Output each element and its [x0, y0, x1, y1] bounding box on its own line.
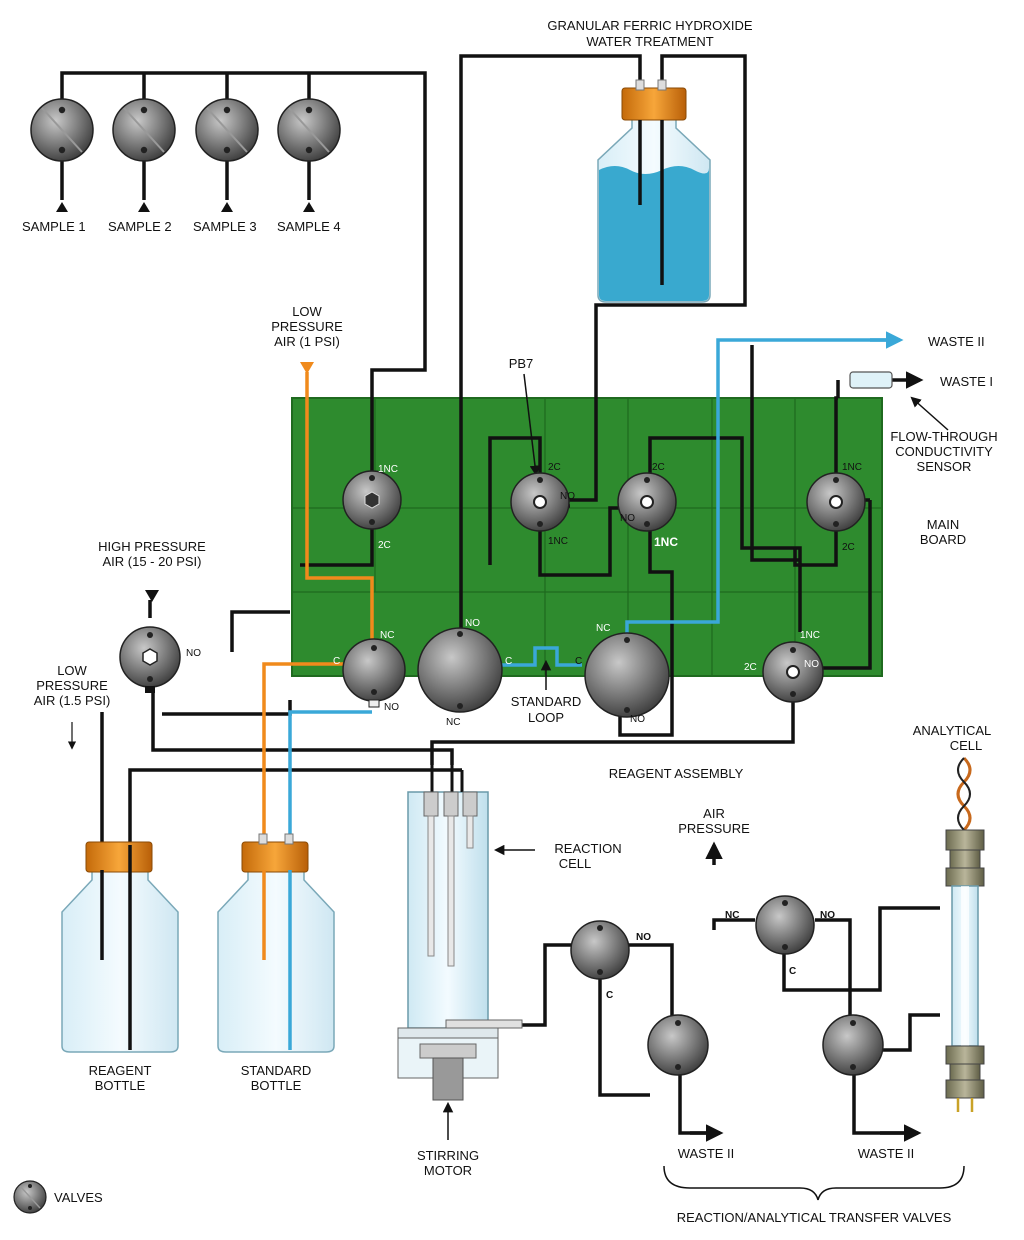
v7-c-port: C	[575, 656, 582, 667]
main-board	[291, 397, 883, 677]
waste-valve-left	[647, 1014, 709, 1076]
v1-1nc-port: 1NC	[378, 464, 398, 475]
sample-valve-1	[30, 98, 94, 162]
board-valve-5	[342, 638, 406, 708]
reaction-transfer-valve	[570, 920, 630, 980]
reagent-bottle-label-1: REAGENT	[89, 1063, 152, 1078]
rv-c-port: C	[606, 990, 613, 1001]
ftcs-label-1: FLOW-THROUGH	[890, 429, 997, 444]
waste-valve-right	[822, 1014, 884, 1076]
board-valve-7	[584, 632, 670, 718]
pb7-valve	[510, 472, 570, 532]
waste1-label: WASTE I	[940, 374, 993, 389]
high-pressure-valve	[119, 626, 181, 693]
reaction-cell-label-1: REACTION	[554, 841, 621, 856]
reagent-assembly-label: REAGENT ASSEMBLY	[609, 766, 744, 781]
reaction-cell	[397, 765, 523, 1101]
sample3-label: SAMPLE 3	[193, 219, 257, 234]
analytical-cell	[945, 756, 985, 1112]
ftcs-label-2: CONDUCTIVITY	[895, 444, 993, 459]
pb7-no-port: NO	[560, 491, 575, 502]
v3-no-port: NO	[620, 513, 635, 524]
v8-2c-port: 2C	[744, 662, 757, 673]
sample-valve-4	[277, 98, 341, 162]
rv-no-port: NO	[636, 932, 651, 943]
v4-2c-port: 2C	[842, 542, 855, 553]
standard-bottle-label-2: BOTTLE	[251, 1078, 302, 1093]
standard-bottle	[217, 833, 335, 1053]
lpa15-label-1: LOW	[57, 663, 87, 678]
stirring-motor-label-2: MOTOR	[424, 1163, 472, 1178]
reagent-bottle-label-2: BOTTLE	[95, 1078, 146, 1093]
pb7-label: PB7	[509, 356, 534, 371]
reaction-cell-label-2: CELL	[559, 856, 592, 871]
hp-no-port: NO	[186, 648, 201, 659]
av-no-port: NO	[820, 910, 835, 921]
sample-valve-2	[112, 98, 176, 162]
conductivity-sensor	[849, 371, 893, 389]
standard-bottle-label-1: STANDARD	[241, 1063, 312, 1078]
waste2-left-label: WASTE II	[678, 1146, 735, 1161]
v6-nc-port: NC	[446, 717, 460, 728]
v7-nc-port: NC	[596, 623, 610, 634]
hpa-label-2: AIR (15 - 20 PSI)	[103, 554, 202, 569]
v3-2c-port: 2C	[652, 462, 665, 473]
stirring-motor-label-1: STIRRING	[417, 1148, 479, 1163]
v8-no-port: NO	[804, 659, 819, 670]
v4-1nc-port: 1NC	[842, 462, 862, 473]
board-valve-1	[342, 470, 402, 530]
valves-legend-label: VALVES	[54, 1190, 103, 1205]
lpa15-label-3: AIR (1.5 PSI)	[34, 693, 111, 708]
lpa1-label-2: PRESSURE	[271, 319, 343, 334]
av-nc-port: NC	[725, 910, 739, 921]
lpa15-label-2: PRESSURE	[36, 678, 108, 693]
v1-2c-port: 2C	[378, 540, 391, 551]
v3-1nc-port: 1NC	[654, 535, 678, 549]
sample4-label: SAMPLE 4	[277, 219, 341, 234]
std-loop-label-1: STANDARD	[511, 694, 582, 709]
board-valve-3	[617, 472, 677, 532]
waste2-top-label: WASTE II	[928, 334, 985, 349]
board-valve-8	[762, 641, 824, 703]
std-loop-label-2: LOOP	[528, 710, 564, 725]
reagent-bottle	[61, 841, 179, 1053]
pb7-1nc-port: 1NC	[548, 536, 568, 547]
ferric-label-1: GRANULAR FERRIC HYDROXIDE	[547, 18, 752, 33]
board-valve-4	[806, 472, 866, 532]
main-board-label-2: BOARD	[920, 532, 966, 547]
sample-valves	[30, 98, 341, 212]
ftcs-label-3: SENSOR	[917, 459, 972, 474]
board-valve-6	[417, 627, 503, 713]
sample1-label: SAMPLE 1	[22, 219, 86, 234]
lpa1-label-1: LOW	[292, 304, 322, 319]
flow-arrows	[690, 371, 924, 1142]
analytical-cell-label-2: CELL	[950, 738, 983, 753]
orange-inlet-arrow	[300, 362, 314, 374]
air-pressure-label-2: PRESSURE	[678, 821, 750, 836]
main-board-label-1: MAIN	[927, 517, 960, 532]
v7-no-port: NO	[630, 714, 645, 725]
sample2-label: SAMPLE 2	[108, 219, 172, 234]
transfer-valves-label: REACTION/ANALYTICAL TRANSFER VALVES	[677, 1210, 952, 1225]
hpa-label-1: HIGH PRESSURE	[98, 539, 206, 554]
lpa1-label-3: AIR (1 PSI)	[274, 334, 340, 349]
pb7-2c-port: 2C	[548, 462, 561, 473]
analytical-transfer-valve	[755, 895, 815, 955]
analytical-cell-label-1: ANALYTICAL	[913, 723, 992, 738]
transfer-brace	[663, 1165, 965, 1201]
ferric-label-2: WATER TREATMENT	[586, 34, 713, 49]
v5-nc-port: NC	[380, 630, 394, 641]
v8-1nc-port: 1NC	[800, 630, 820, 641]
ferric-bottle	[597, 79, 711, 303]
v6-no-port: NO	[465, 618, 480, 629]
waste2-right-label: WASTE II	[858, 1146, 915, 1161]
air-pressure-label-1: AIR	[703, 806, 725, 821]
sample-valve-3	[195, 98, 259, 162]
av-c-port: C	[789, 966, 796, 977]
v6-c-port: C	[505, 656, 512, 667]
v5-no-port: NO	[384, 702, 399, 713]
v5-c-port: C	[333, 656, 340, 667]
valves-legend	[13, 1180, 47, 1214]
